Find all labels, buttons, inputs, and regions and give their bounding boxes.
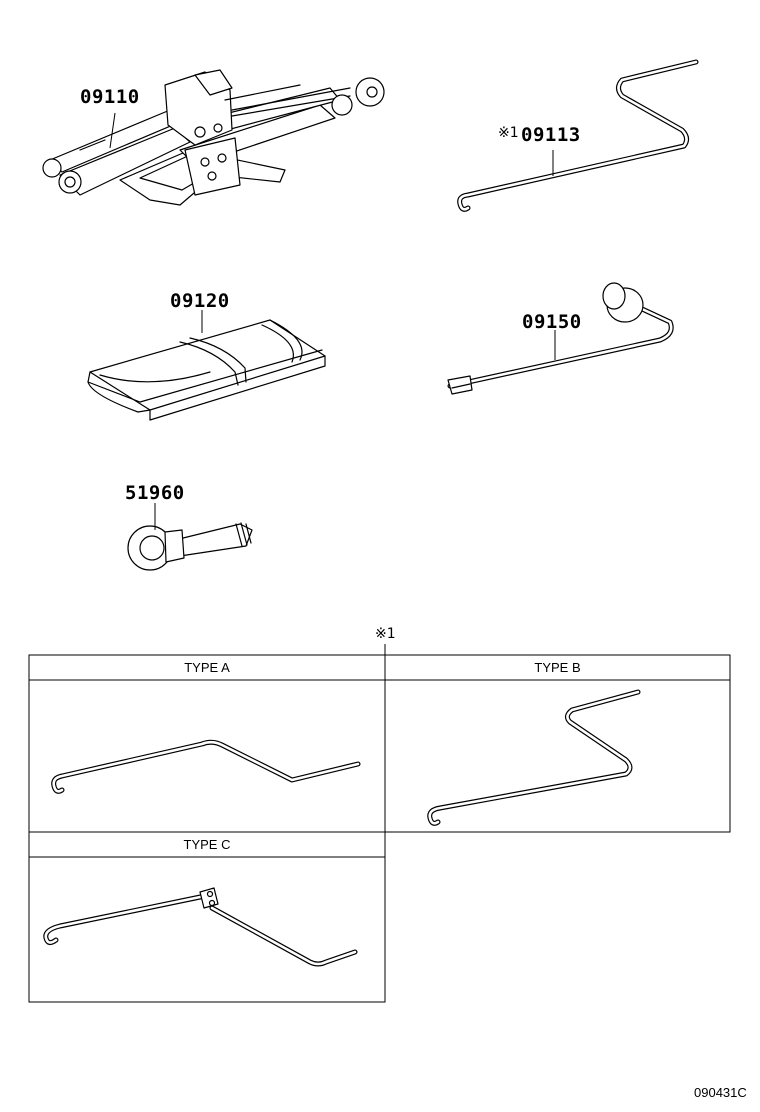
part-number-tool-bag: 09120 [170, 290, 230, 312]
part-number-wrench: 09150 [522, 311, 582, 333]
type-a-label: TYPE A [184, 660, 230, 675]
part-number-towing-eye: 51960 [125, 482, 185, 504]
jack-handle-drawing [457, 59, 699, 212]
scissor-jack-drawing [42, 69, 385, 206]
part-number-jack-handle: 09113 [521, 124, 581, 146]
towing-eye-drawing [127, 522, 253, 571]
type-table [28, 644, 731, 1003]
type-c-label: TYPE C [183, 837, 231, 852]
table-note-marker: ※1 [375, 626, 396, 642]
type-b-label: TYPE B [534, 660, 581, 675]
type-b-handle-drawing [427, 689, 641, 826]
type-a-handle-drawing [51, 739, 361, 794]
diagram-code: 090431C [694, 1085, 747, 1100]
tool-bag-drawing [87, 319, 326, 421]
wheel-wrench-drawing [447, 282, 674, 395]
note-marker-jack-handle: ※1 [498, 125, 519, 141]
part-number-jack: 09110 [80, 86, 140, 108]
type-c-handle-drawing [43, 887, 358, 967]
